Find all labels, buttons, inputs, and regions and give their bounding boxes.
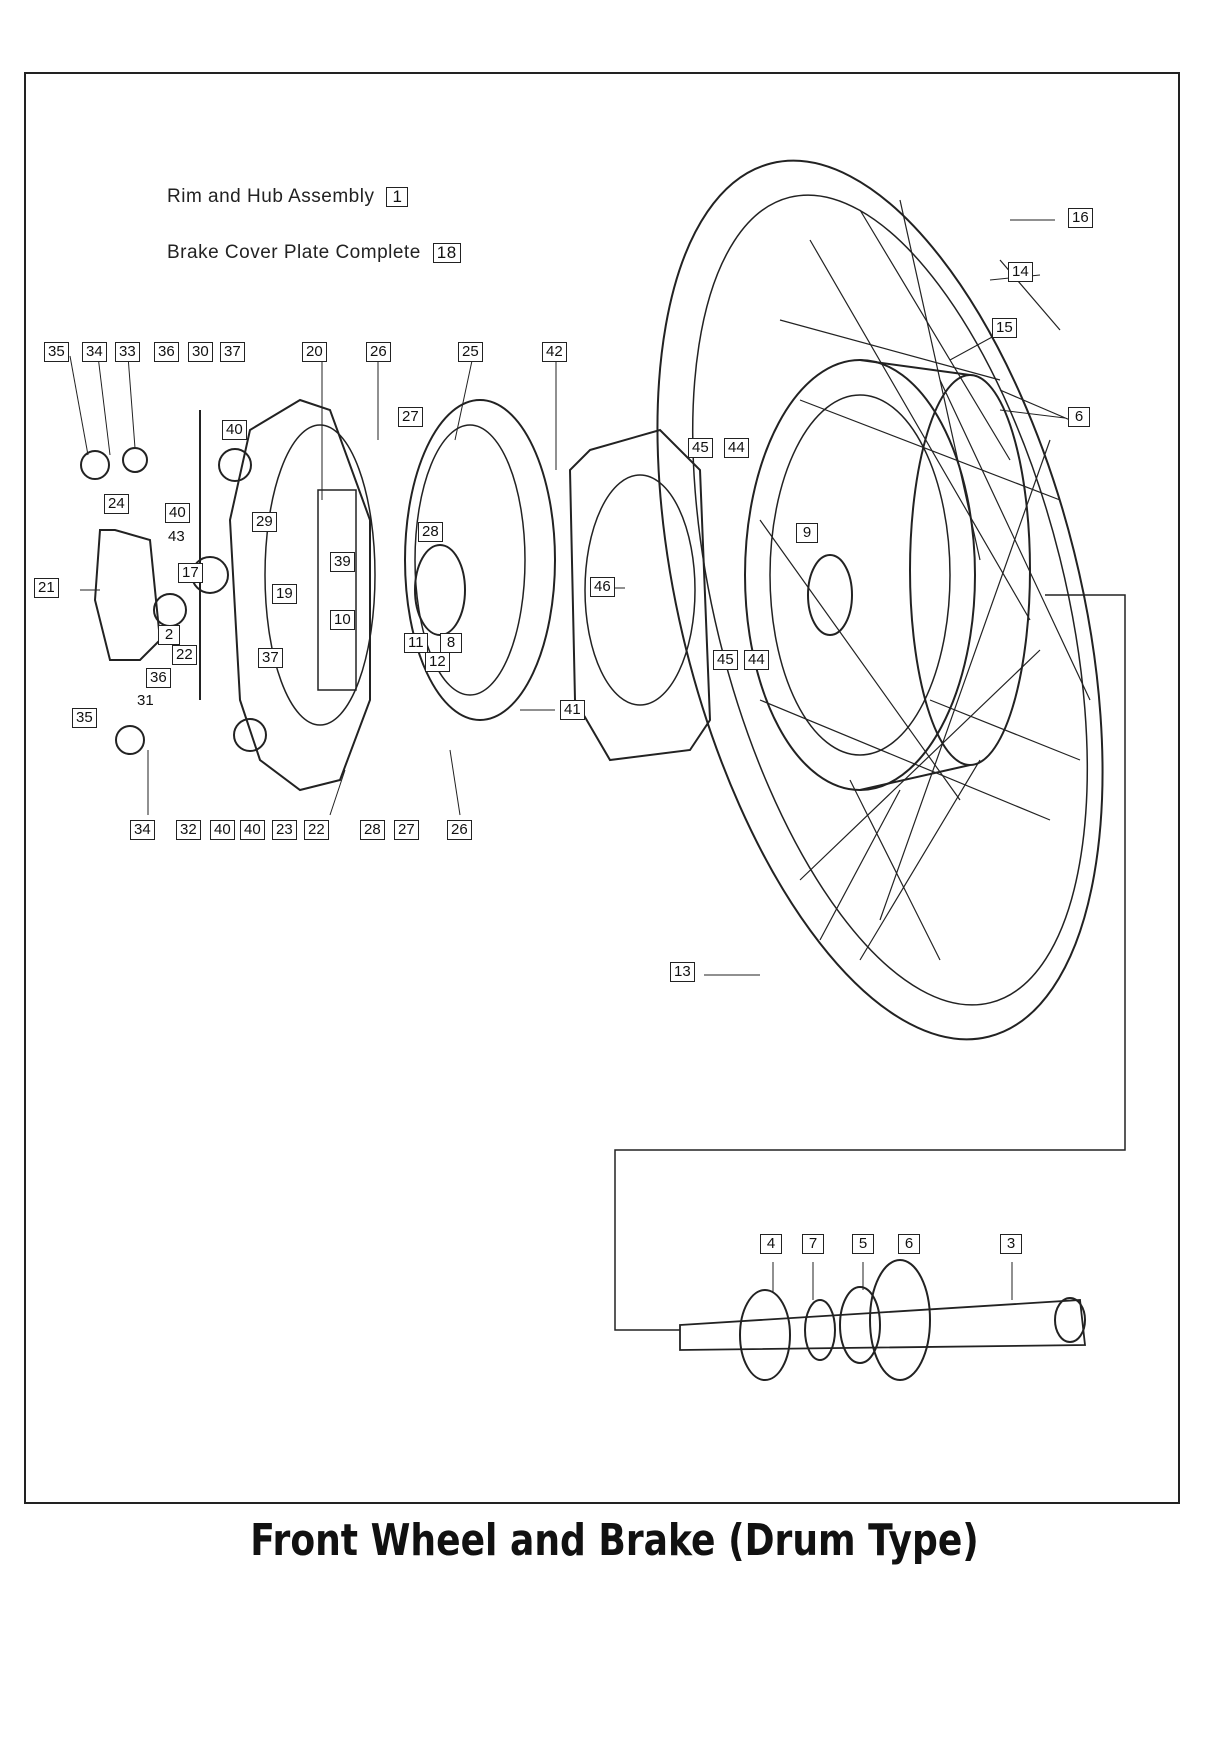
callout: 28 [418,522,443,542]
callout: 19 [272,584,297,604]
callout: 25 [458,342,483,362]
callout: 6 [898,1234,920,1254]
callout: 28 [360,820,385,840]
callout: 22 [304,820,329,840]
callout: 42 [542,342,567,362]
callout: 16 [1068,208,1093,228]
callout: 32 [176,820,201,840]
callout: 35 [44,342,69,362]
callout: 5 [852,1234,874,1254]
callout: 44 [744,650,769,670]
callout: 40 [165,503,190,523]
callout: 14 [1008,262,1033,282]
callout: 45 [713,650,738,670]
callout: 6 [1068,407,1090,427]
callout: 3 [1000,1234,1022,1254]
front-axle [679,1259,1087,1381]
hub-flange-inner [769,394,951,756]
brake-shoe-assembly [404,399,556,721]
gasket [568,428,712,762]
callout: 10 [330,610,355,630]
callout: 17 [178,563,203,583]
wheel-rim [656,159,1104,1041]
callout: 4 [760,1234,782,1254]
callout: 9 [796,523,818,543]
callout: 45 [688,438,713,458]
callout: 34 [82,342,107,362]
legend-brake-cover-text: Brake Cover Plate Complete [167,242,421,263]
callout: 40 [240,820,265,840]
callout: 11 [404,633,428,653]
legend-rim-hub: Rim and Hub Assembly 1 [167,186,409,208]
callout: 26 [366,342,391,362]
legend-rim-hub-text: Rim and Hub Assembly [167,186,375,207]
brake-cover-plate [228,398,371,792]
callout: 13 [670,962,695,982]
callout: 43 [165,528,188,546]
callout: 35 [72,708,97,728]
callout: 8 [440,633,462,653]
callout: 31 [134,692,157,710]
callout: 21 [34,578,59,598]
hub-bearing [807,554,853,636]
outer-cover [93,529,162,661]
callout: 46 [590,577,615,597]
callout: 30 [188,342,213,362]
page-title: Front Wheel and Brake (Drum Type) [250,1515,979,1566]
callout: 44 [724,438,749,458]
hub-drum [909,374,1031,766]
callout: 27 [394,820,419,840]
callout: 2 [158,625,180,645]
legend-rim-hub-ref: 1 [386,187,409,207]
callout: 37 [220,342,245,362]
callout: 29 [252,512,277,532]
callout: 7 [802,1234,824,1254]
legend-brake-cover: Brake Cover Plate Complete 18 [167,242,461,264]
callout: 37 [258,648,283,668]
connector-line [614,594,1126,1331]
callout: 23 [272,820,297,840]
callout: 36 [154,342,179,362]
callout: 27 [398,407,423,427]
callout: 12 [425,652,450,672]
legend-brake-cover-ref: 18 [432,243,461,263]
callout: 34 [130,820,155,840]
callout: 36 [146,668,171,688]
callout: 20 [302,342,327,362]
callout: 22 [172,645,197,665]
callout: 24 [104,494,129,514]
callout: 33 [115,342,140,362]
callout: 41 [560,700,585,720]
callout: 40 [210,820,235,840]
callout: 39 [330,552,355,572]
callout: 15 [992,318,1017,338]
callout: 26 [447,820,472,840]
hub-flange [744,359,976,791]
diagram-frame [24,72,1180,1504]
wheel-rim-inner [691,194,1089,1006]
callout: 40 [222,420,247,440]
